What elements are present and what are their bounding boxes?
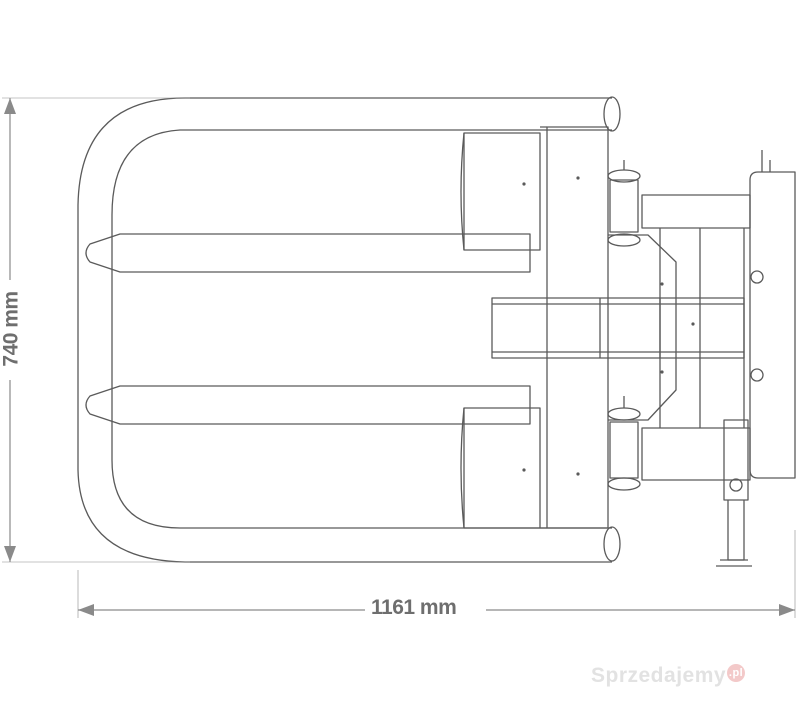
adjustment-tube [716, 419, 752, 567]
roller-pad-upper [85, 233, 531, 273]
width-dimension-label: 1161 mm [365, 596, 463, 620]
watermark: Sprzedajemy.pl [591, 664, 746, 688]
dimension-line-width [77, 530, 796, 618]
height-dimension-label: 740 mm [0, 285, 24, 373]
backrest-pad [540, 126, 609, 529]
pivot-bolt-lower [607, 396, 641, 491]
roller-pad-lower [85, 385, 531, 425]
u-frame [77, 96, 621, 563]
rear-frame [608, 194, 751, 481]
dimension-line-height [2, 97, 190, 563]
seat-cushion-upper [460, 132, 541, 251]
watermark-text: Sprzedajemy [591, 664, 727, 687]
back-plate [749, 150, 796, 479]
main-beam [491, 297, 745, 359]
mount-holes [522, 176, 695, 476]
watermark-badge: .pl [727, 664, 746, 682]
seat-cushion-lower [460, 407, 541, 529]
pivot-bolt-upper [607, 160, 641, 247]
